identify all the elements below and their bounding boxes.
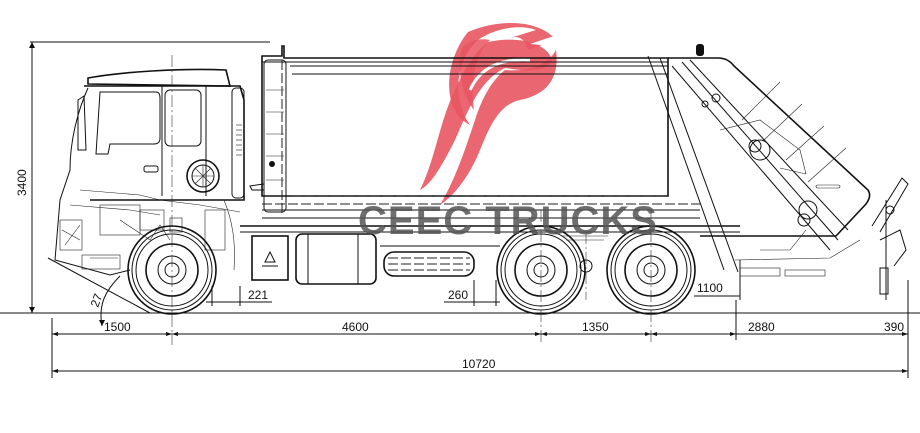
dim-label-4600: 4600: [342, 320, 369, 334]
ladder: [263, 59, 287, 213]
offset-260-label: 260: [448, 288, 468, 302]
offset-dimension-260: 260: [444, 280, 500, 306]
height-label: 3400: [15, 169, 29, 196]
watermark-text: CEEC TRUCKS: [358, 199, 658, 243]
overall-length-label: 10720: [462, 357, 496, 371]
door-handle-icon: [143, 165, 159, 173]
dim-label-1350: 1350: [582, 320, 609, 334]
watermark-logo-icon: [420, 22, 560, 205]
horizontal-dimension-chain: 1500 4600 1350 2880 390: [51, 280, 909, 378]
spare-tire: [383, 251, 475, 277]
beacon-light-icon: [696, 44, 704, 56]
offset-1100-label: 1100: [697, 281, 723, 295]
battery-box: [251, 235, 289, 281]
fuel-tank: [295, 233, 377, 285]
approach-angle-label: 27: [88, 291, 106, 309]
rear-loader: [647, 44, 909, 300]
offset-dimension-1100: 1100: [694, 260, 741, 300]
dim-label-390: 390: [884, 320, 904, 334]
height-dimension: 3400: [15, 41, 270, 313]
offset-221-label: 221: [248, 288, 268, 302]
compactor-body: [249, 45, 700, 219]
air-filter-icon: [186, 159, 220, 193]
offset-dimension-221: 221: [206, 286, 272, 306]
approach-angle-dimension: 27: [47, 257, 151, 327]
dim-label-1500: 1500: [104, 320, 131, 334]
dim-label-2880: 2880: [748, 320, 775, 334]
overall-length-dimension: 10720: [52, 357, 908, 373]
cab: [54, 68, 245, 276]
front-wheel: [127, 225, 217, 315]
